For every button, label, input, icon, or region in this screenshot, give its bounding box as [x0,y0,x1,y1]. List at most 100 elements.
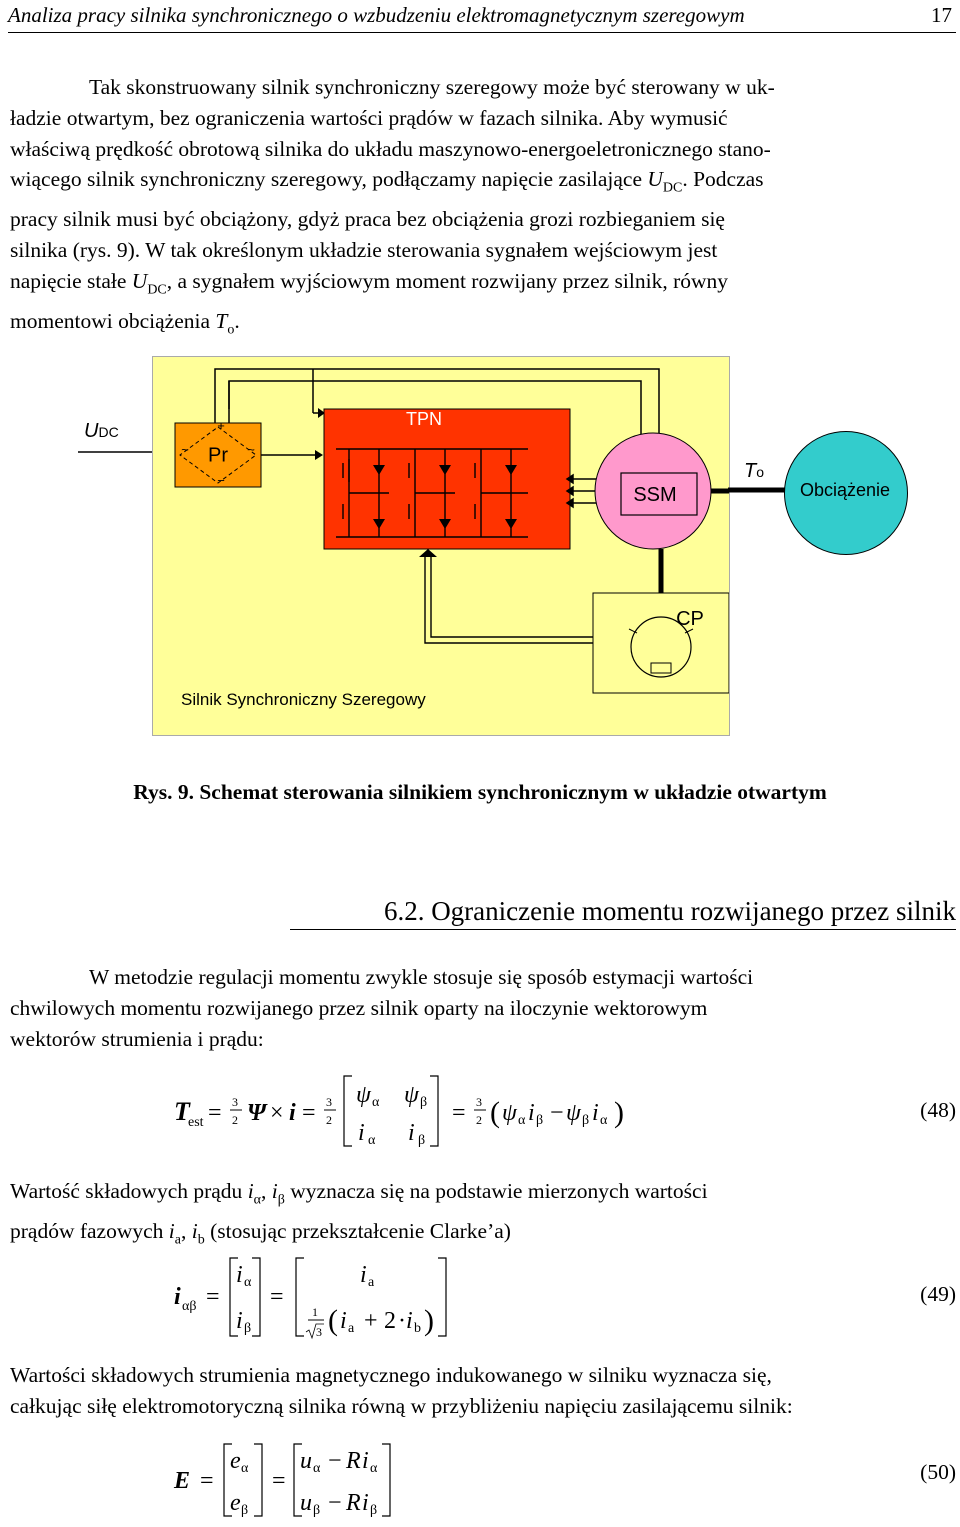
load-circle [784,431,908,555]
svg-text:β: β [241,1503,248,1518]
tilde-left: ~ [181,442,189,457]
svg-text:α: α [518,1113,526,1128]
svg-text:i: i [408,1120,415,1146]
svg-text:i: i [528,1100,535,1126]
motor-ssm: SSM [594,432,712,550]
svg-text:): ) [424,1304,434,1337]
running-header: Analiza pracy silnika synchronicznego o … [8,0,956,33]
svg-text:est: est [188,1115,204,1130]
svg-text:ψ: ψ [502,1100,518,1126]
section-heading: 6.2. Ograniczenie momentu rozwijanego pr… [290,893,956,930]
control-diagram: Pr + − ~ ~ TPN [152,356,730,736]
equation-48-number: (48) [920,1098,956,1122]
svg-text:=: = [302,1100,316,1126]
svg-text:a: a [368,1275,375,1290]
system-label: Silnik Synchroniczny Szeregowy [181,690,426,709]
svg-text:α: α [370,1461,378,1476]
equation-49: i αβ = i α i β = i a 1 3 ( i a + 2 · i b… [0,1252,960,1342]
svg-text:a: a [348,1321,355,1336]
running-header-title: Analiza pracy silnika synchronicznego o … [8,3,745,27]
svg-text:−: − [328,1448,342,1474]
svg-text:=: = [208,1100,222,1126]
svg-text:=: = [200,1468,214,1494]
svg-text:u: u [300,1490,312,1516]
motor-label: SSM [633,484,676,506]
svg-text:u: u [300,1448,312,1474]
svg-text:i: i [592,1100,599,1126]
paragraph-flux: Wartości składowych strumienia magnetycz… [10,1363,793,1418]
svg-text:2: 2 [326,1113,332,1127]
page-number: 17 [931,3,952,27]
svg-text:i: i [360,1262,367,1288]
svg-text:3: 3 [232,1095,238,1109]
svg-text:b: b [414,1321,421,1336]
svg-text:R: R [345,1490,361,1516]
load-shaft [728,487,788,493]
svg-text:−: − [550,1100,564,1126]
svg-text:α: α [241,1461,249,1476]
svg-text:=: = [272,1468,286,1494]
svg-text:−: − [328,1490,342,1516]
svg-text:·: · [398,1308,406,1334]
svg-text:α: α [368,1133,376,1148]
svg-text:(: ( [490,1096,500,1129]
svg-text:3: 3 [476,1095,482,1109]
svg-text:ψ: ψ [404,1082,420,1108]
svg-text:β: β [536,1113,543,1128]
svg-text:3: 3 [326,1095,332,1109]
svg-text:ψ: ψ [356,1082,372,1108]
minus-sign: − [217,473,225,488]
svg-text:α: α [313,1461,321,1476]
cp-feedback-arrow [424,557,593,644]
inverter-label: TPN [406,409,442,429]
equation-50-number: (50) [920,1460,956,1484]
load-label: Obciążenie [799,480,891,500]
svg-text:E: E [173,1468,190,1494]
torque-label: To [744,460,765,482]
inverter-tpn: TPN [323,408,571,550]
paragraph-torque-estimation: W metodzie regulacji momentu zwykle stos… [10,965,754,1051]
svg-text:α: α [244,1275,252,1290]
paragraph-intro: Tak skonstruowany silnik synchroniczny s… [10,75,775,338]
svg-text:+: + [364,1308,378,1334]
svg-text:=: = [270,1284,284,1310]
svg-text:i: i [362,1448,369,1474]
rectifier: Pr + − ~ ~ [174,418,262,488]
sensor-label: CP [676,608,704,630]
tilde-right: ~ [247,442,255,457]
svg-text:i: i [358,1120,365,1146]
position-sensor-cp: CP [592,592,729,694]
equation-48: T est = 3 2 Ψ × i = 3 2 ψ α ψ β i α i β … [0,1070,960,1154]
svg-text:i: i [289,1100,296,1126]
svg-text:i: i [174,1284,181,1310]
udc-label: UDC [84,420,119,442]
svg-text:α: α [372,1095,380,1110]
svg-text:β: β [582,1113,589,1128]
svg-text:3: 3 [316,1325,322,1339]
rectifier-label: Pr [208,444,228,466]
equation-49-number: (49) [920,1282,956,1306]
svg-text:(: ( [328,1304,338,1337]
svg-text:i: i [236,1262,243,1288]
svg-text:α: α [600,1113,608,1128]
svg-text:ψ: ψ [566,1100,582,1126]
svg-text:1: 1 [312,1305,318,1319]
svg-text:β: β [418,1133,425,1148]
svg-text:i: i [340,1308,347,1334]
svg-text:β: β [420,1095,427,1110]
svg-text:β: β [313,1503,320,1518]
svg-text:2: 2 [476,1113,482,1127]
svg-text:2: 2 [232,1113,238,1127]
svg-text:×: × [270,1100,284,1126]
svg-text:): ) [614,1096,624,1129]
svg-text:e: e [230,1448,241,1474]
svg-text:R: R [345,1448,361,1474]
svg-text:β: β [244,1321,251,1336]
svg-text:Ψ: Ψ [247,1100,268,1126]
svg-text:αβ: αβ [182,1299,196,1314]
svg-text:β: β [370,1503,377,1518]
svg-text:i: i [406,1308,413,1334]
svg-text:2: 2 [384,1308,396,1334]
svg-text:e: e [230,1490,241,1516]
figure-caption: Rys. 9. Schemat sterowania silnikiem syn… [133,780,827,804]
